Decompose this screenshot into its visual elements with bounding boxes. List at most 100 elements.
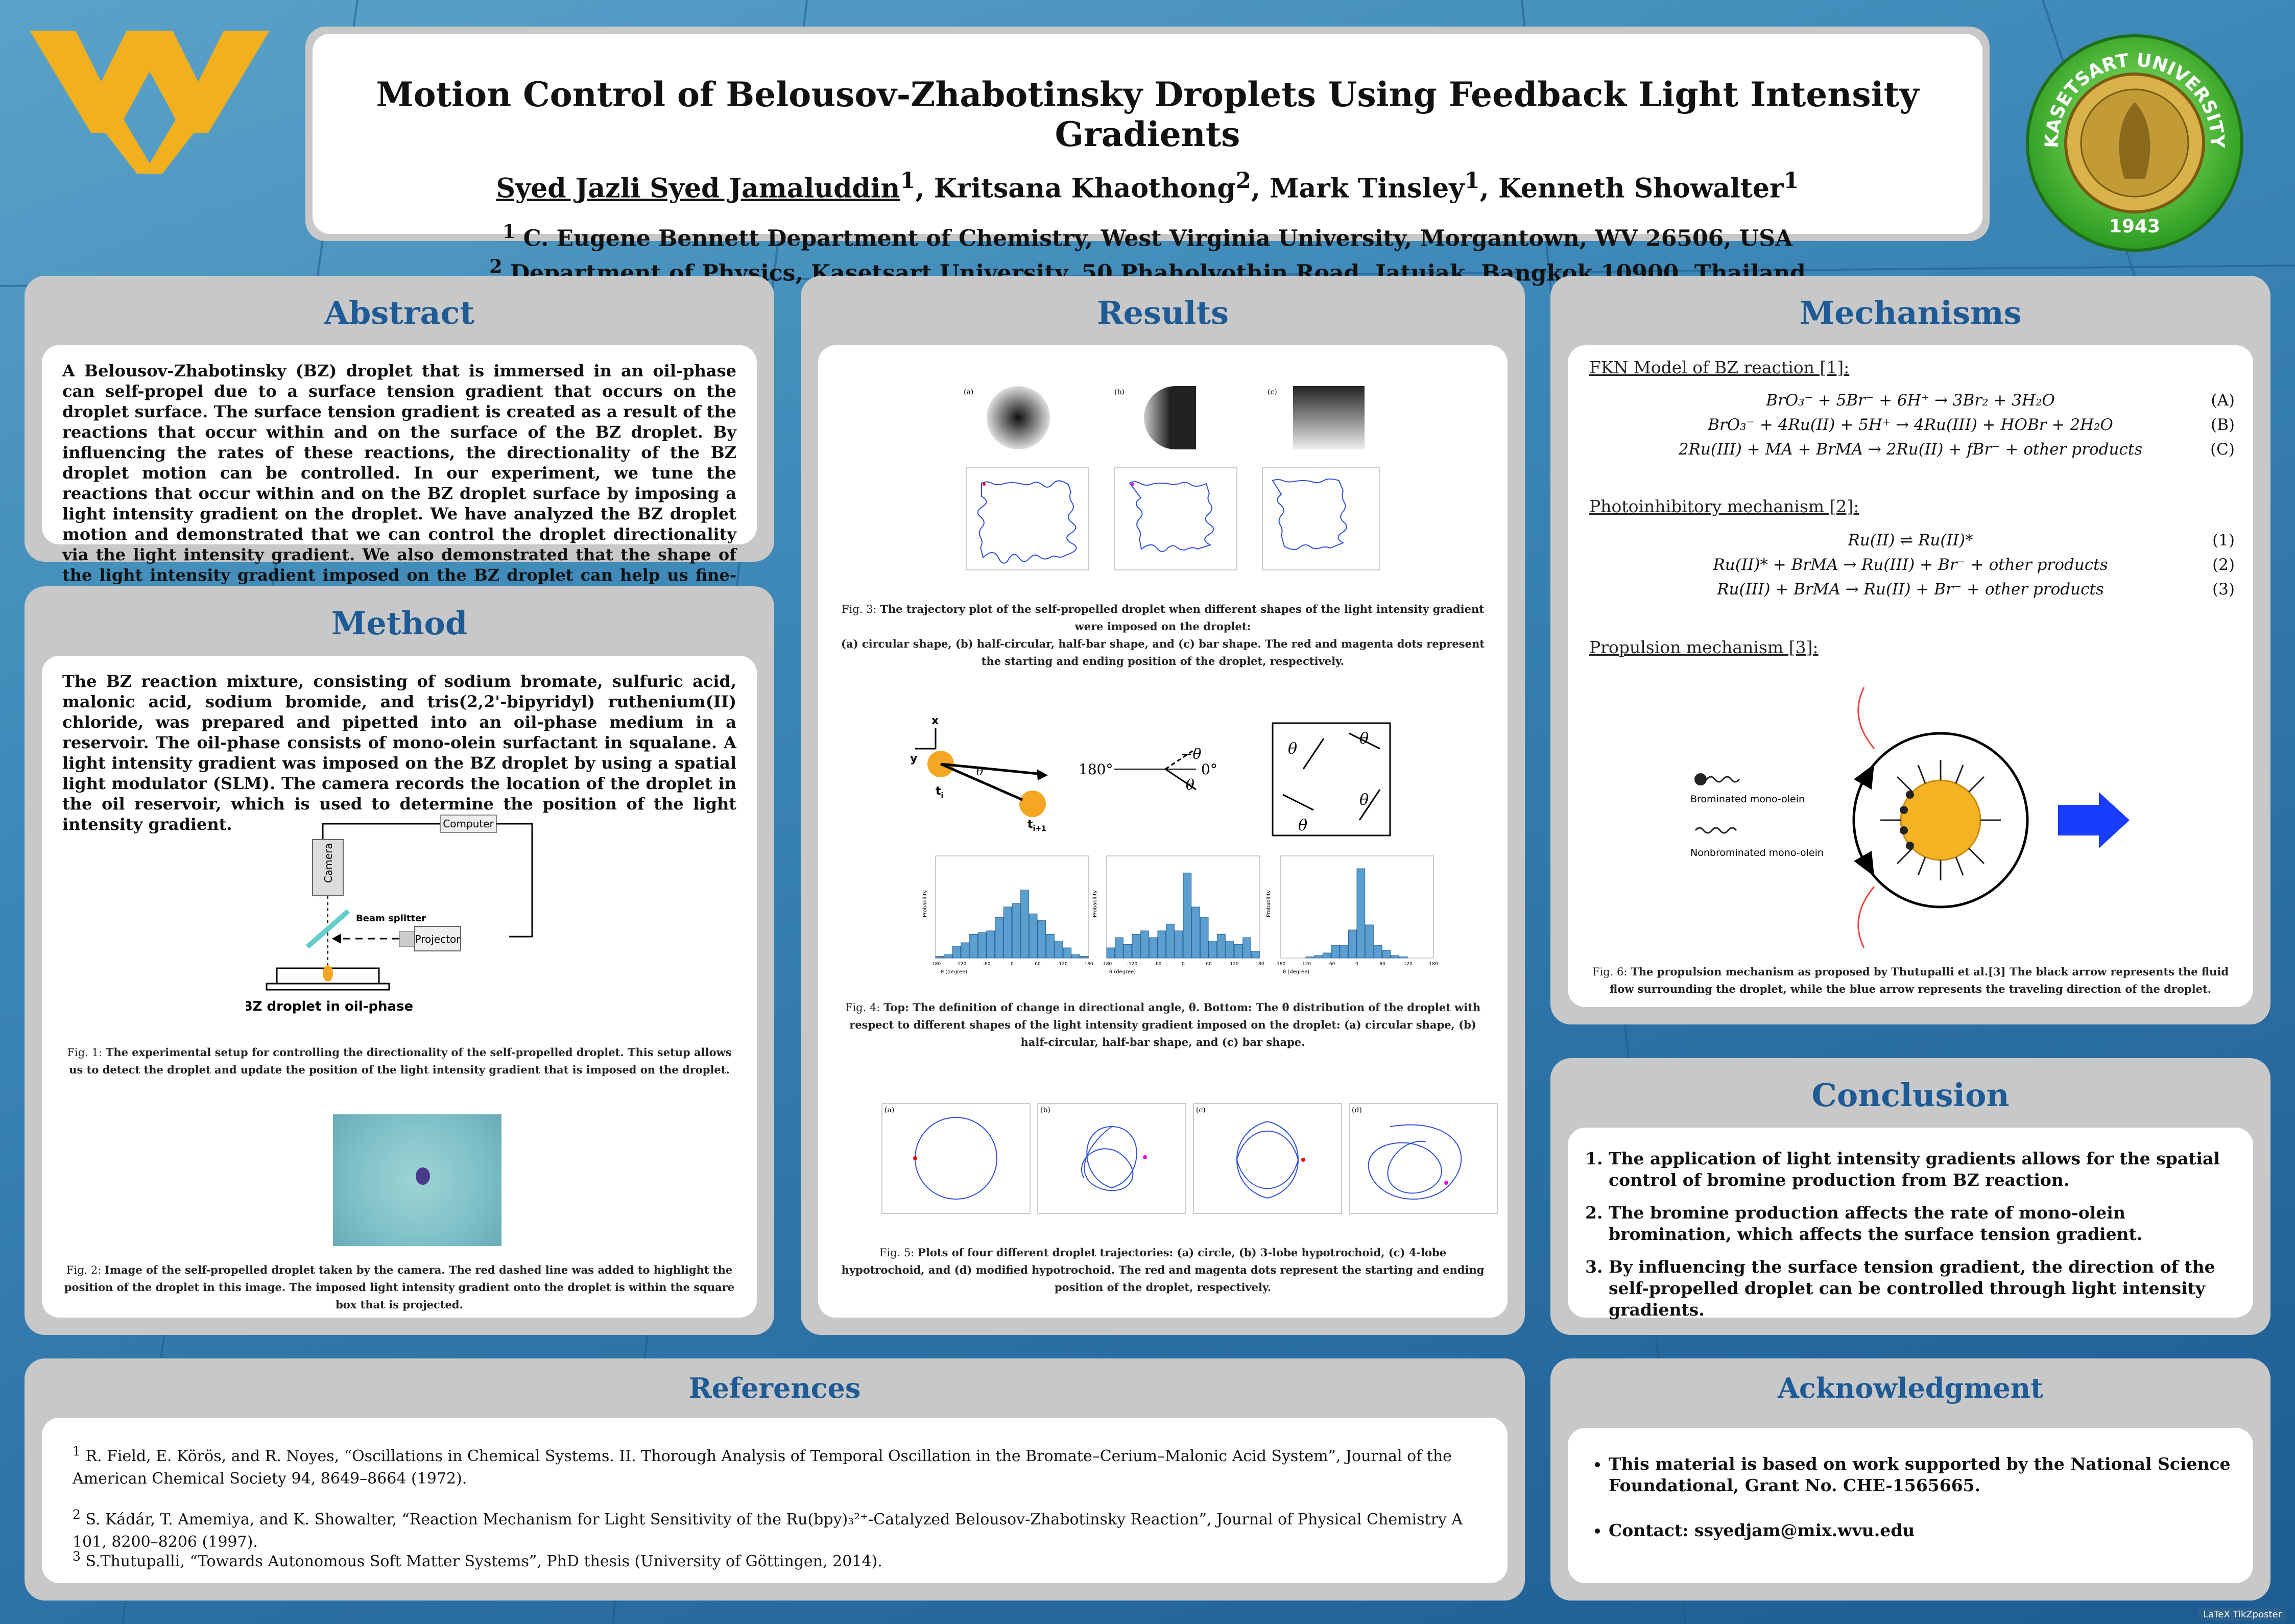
hist-bar bbox=[977, 932, 987, 959]
author-list: Syed Jazli Syed Jamaluddin1, Kritsana Kh… bbox=[496, 168, 1799, 204]
theta-label-4: θ bbox=[1359, 730, 1369, 748]
fig6-caption: Fig. 6: The propulsion mechanism as prop… bbox=[1568, 963, 2253, 998]
acknowledgment-body: This material is based on work supported… bbox=[1568, 1428, 2253, 1583]
hist-bar bbox=[1314, 955, 1323, 959]
hist-tick-label: -60 bbox=[1154, 962, 1162, 967]
author-3: Mark Tinsley bbox=[1270, 173, 1465, 204]
fig1-label: Fig. 1: bbox=[67, 1046, 103, 1059]
fkn-tag-a: (A) bbox=[2211, 391, 2235, 410]
hist-tick-label: 180 bbox=[1084, 962, 1093, 967]
hist-ylabel-b: Probability bbox=[1092, 890, 1098, 917]
photo-eq-1: Ru(II) ⇌ Ru(II)* bbox=[1848, 531, 1973, 550]
traj-circle bbox=[915, 1117, 997, 1200]
affiliation-1-sup: 1 bbox=[502, 221, 516, 243]
fig5-label-b: (b) bbox=[1040, 1106, 1050, 1114]
fig3-label-c: (c) bbox=[1268, 388, 1277, 396]
conclusion-section: Conclusion The application of light inte… bbox=[1550, 1058, 2270, 1335]
projector-box bbox=[414, 926, 461, 951]
ti-label: ti bbox=[936, 785, 943, 800]
references-heading: References bbox=[688, 1372, 861, 1404]
hist-ylabel-a: Probability bbox=[922, 890, 928, 917]
traj-3lobe bbox=[1081, 1126, 1137, 1191]
beam-splitter-label: Beam splitter bbox=[356, 913, 426, 924]
fig3-caption: Fig. 3: The trajectory plot of the self-… bbox=[818, 601, 1508, 670]
hist-bar bbox=[1183, 872, 1192, 959]
reference-1: 1 R. Field, E. Körös, and R. Noyes, “Osc… bbox=[73, 1444, 1452, 1488]
fig5-trajectory-panels: (a) (b) (c) (d) bbox=[881, 1103, 1498, 1214]
fig5-label-a: (a) bbox=[884, 1106, 894, 1114]
fig2-caption: Fig. 2: Image of the self-propelled drop… bbox=[42, 1261, 757, 1313]
photo-eq-3: Ru(III) + BrMA → Ru(II) + Br⁻ + other pr… bbox=[1717, 580, 2104, 599]
traj-4lobe bbox=[1236, 1121, 1299, 1199]
wvu-logo bbox=[30, 31, 270, 174]
method-text: The BZ reaction mixture, consisting of s… bbox=[62, 672, 736, 834]
hist-bar bbox=[1020, 890, 1029, 959]
projector-label: Projector bbox=[415, 933, 461, 945]
hist-bar bbox=[969, 934, 978, 959]
fig2-text: Image of the self-propelled droplet take… bbox=[64, 1263, 735, 1311]
results-section: Results (a) (b) (c) Fig bbox=[801, 276, 1525, 1335]
hist-tick-label: 180 bbox=[1429, 962, 1438, 967]
theta-label-6: θ bbox=[1298, 817, 1307, 834]
results-body: (a) (b) (c) Fig. 3: The trajectory plot … bbox=[818, 345, 1508, 1318]
fig2-label: Fig. 2: bbox=[66, 1264, 102, 1276]
hist-tick-label: 120 bbox=[1403, 962, 1412, 967]
setup-diagram: Computer Camera Beam splitter Projector … bbox=[246, 815, 533, 1014]
author-3-sup: 1 bbox=[1464, 168, 1480, 194]
hist-bar bbox=[1166, 923, 1175, 959]
legend-nonbrominated: Nonbrominated mono-olein bbox=[1690, 847, 1824, 858]
gradient-circular bbox=[987, 386, 1050, 449]
references-section: References 1 R. Field, E. Körös, and R. … bbox=[25, 1358, 1525, 1601]
acknowledgment-list: This material is based on work supported… bbox=[1568, 1453, 2253, 1541]
hist-bar bbox=[1149, 937, 1158, 959]
hist-tick-label: 120 bbox=[1230, 962, 1238, 967]
abstract-section: Abstract A Belousov-Zhabotinsky (BZ) dro… bbox=[25, 276, 774, 605]
droplet-label: BZ droplet in oil-phase bbox=[246, 999, 413, 1014]
hist-bar bbox=[1234, 944, 1243, 959]
mechanisms-body: FKN Model of BZ reaction [1]: BrO₃⁻ + 5B… bbox=[1568, 345, 2253, 1007]
hist-bar bbox=[1242, 937, 1251, 959]
hist-bar bbox=[961, 942, 970, 959]
hist-bar bbox=[1373, 945, 1382, 959]
method-body: The BZ reaction mixture, consisting of s… bbox=[42, 656, 757, 1318]
hist-bar bbox=[1331, 945, 1340, 959]
hist-bar bbox=[1208, 941, 1217, 959]
hist-bar bbox=[935, 956, 944, 959]
droplet-icon bbox=[323, 965, 333, 982]
seal-year: 1943 bbox=[2109, 216, 2160, 237]
hist-bar bbox=[1157, 930, 1166, 959]
conclusion-item-1: The application of light intensity gradi… bbox=[1609, 1148, 2253, 1191]
hist-xlabel-c: θ (degree) bbox=[1283, 969, 1309, 975]
fkn-tag-c: (C) bbox=[2210, 440, 2235, 459]
affiliation-1-text: C. Eugene Bennett Department of Chemistr… bbox=[523, 225, 1793, 252]
fig4-histograms: θ (degree) θ (degree) θ (degree) Probabi… bbox=[922, 855, 1438, 975]
hist-bar bbox=[1046, 934, 1055, 959]
fig4-label: Fig. 4: bbox=[845, 1001, 880, 1014]
photo-tag-1: (1) bbox=[2212, 531, 2235, 550]
droplet-photo bbox=[333, 1114, 501, 1246]
fig5-caption: Fig. 5: Plots of four different droplet … bbox=[818, 1244, 1508, 1296]
beam-splitter bbox=[305, 909, 350, 949]
hist-bar bbox=[1123, 944, 1132, 959]
fig1-text: The experimental setup for controlling t… bbox=[69, 1046, 732, 1076]
fkn-title: FKN Model of BZ reaction [1]: bbox=[1589, 357, 1850, 377]
traj-modified bbox=[1368, 1124, 1462, 1200]
acknowledgment-item-2: Contact: ssyedjam@mix.wvu.edu bbox=[1609, 1520, 2253, 1541]
abstract-heading: Abstract bbox=[324, 294, 475, 331]
hist-tick-label: -60 bbox=[983, 962, 991, 967]
hist-tick-label: -120 bbox=[1127, 962, 1138, 967]
hist-bar bbox=[1012, 903, 1021, 959]
references-body: 1 R. Field, E. Körös, and R. Noyes, “Osc… bbox=[42, 1418, 1508, 1583]
hist-bar bbox=[1063, 947, 1072, 959]
hist-tick-label: 60 bbox=[1035, 962, 1041, 967]
propulsion-diagram: Brominated mono-olein Nonbrominated mono… bbox=[1690, 687, 2130, 948]
acknowledgment-heading: Acknowledgment bbox=[1777, 1372, 2044, 1404]
hist-tick-label: 60 bbox=[1206, 962, 1212, 967]
abstract-body: A Belousov-Zhabotinsky (BZ) droplet that… bbox=[42, 345, 757, 605]
hist-tick-label: 0 bbox=[1355, 962, 1358, 967]
hist-tick-label: 120 bbox=[1059, 962, 1067, 967]
hist-tick-label: -180 bbox=[1275, 962, 1286, 967]
poster-title: Motion Control of Belousov-Zhabotinsky D… bbox=[376, 75, 1919, 154]
deg180-label: 180° bbox=[1079, 761, 1113, 778]
hist-bar bbox=[1106, 947, 1115, 959]
